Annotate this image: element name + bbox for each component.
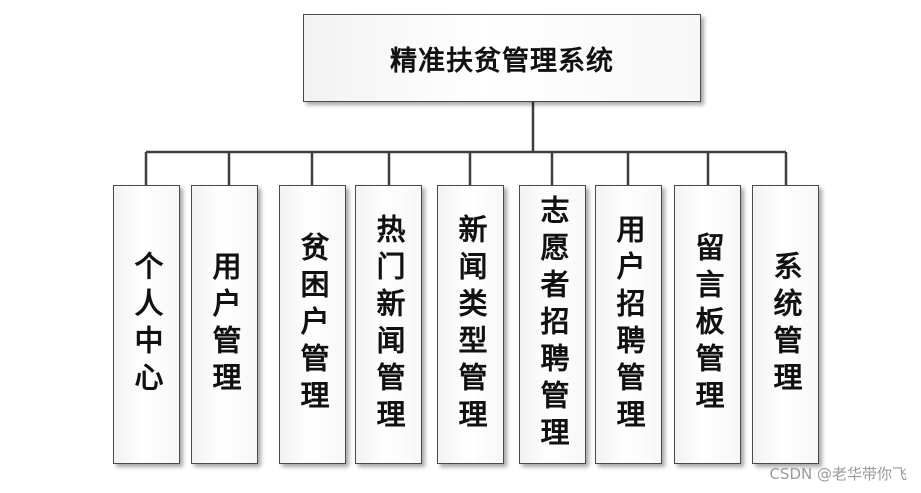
module-label: 贫困户管理 (296, 232, 330, 417)
root-node: 精准扶贫管理系统 (303, 14, 701, 102)
module-node-volunteer-recruitment-management: 志愿者招聘管理 (519, 185, 586, 464)
module-label: 个人中心 (130, 250, 164, 399)
module-node-news-type-management: 新闻类型管理 (437, 185, 504, 464)
module-node-poor-household-management: 贫困户管理 (279, 185, 346, 464)
module-label: 留言板管理 (691, 232, 725, 417)
root-node-label: 精准扶贫管理系统 (390, 45, 614, 77)
module-label: 系统管理 (769, 250, 803, 399)
module-node-hot-news-management: 热门新闻管理 (355, 185, 422, 464)
module-label: 志愿者招聘管理 (536, 195, 570, 454)
module-node-personal-center: 个人中心 (113, 185, 180, 464)
module-node-message-board-management: 留言板管理 (674, 185, 741, 464)
module-label: 用户管理 (208, 250, 242, 399)
watermark-text: CSDN @老华带你飞 (769, 465, 907, 483)
module-node-user-management: 用户管理 (191, 185, 258, 464)
module-label: 新闻类型管理 (454, 213, 488, 436)
module-node-user-recruitment-management: 用户招聘管理 (595, 185, 662, 464)
module-label: 热门新闻管理 (372, 213, 406, 436)
module-node-system-management: 系统管理 (752, 185, 819, 464)
module-label: 用户招聘管理 (612, 213, 646, 436)
